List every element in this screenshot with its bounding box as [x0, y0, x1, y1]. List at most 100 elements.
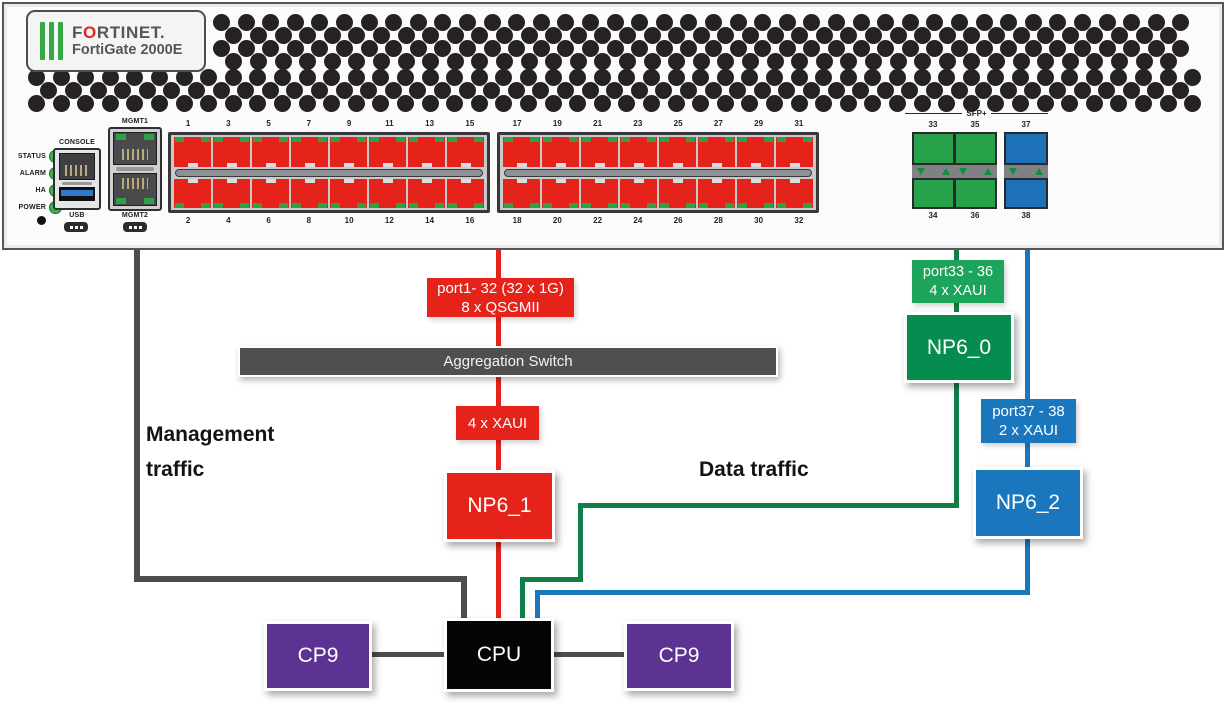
port-number: 13	[425, 119, 435, 128]
port-row	[174, 178, 484, 208]
port-number: 15	[465, 119, 475, 128]
rj45-pins	[65, 165, 89, 176]
np6-2-to-cpu-line	[535, 590, 540, 620]
fortinet-bars-icon	[40, 22, 63, 60]
cp9-right-link	[553, 652, 626, 657]
rj45-port	[542, 137, 579, 167]
aggregation-switch-label: Aggregation Switch	[443, 353, 573, 370]
rj45-notch	[594, 178, 605, 183]
rj45-notch	[789, 162, 800, 167]
rj45-port	[581, 178, 618, 208]
triangle-up-icon	[1035, 168, 1043, 175]
rj45-notch	[672, 162, 683, 167]
port-number: 8	[306, 216, 312, 225]
brand-letter: F	[72, 23, 83, 42]
port-number: 16	[465, 216, 475, 225]
label-line: 4 x XAUI	[929, 282, 987, 299]
sfp-port-number: 33	[928, 120, 938, 129]
rj45-port	[369, 178, 406, 208]
np6-0-jog-line	[520, 577, 583, 582]
rj45-notch	[304, 178, 315, 183]
port-number: 32	[794, 216, 804, 225]
port-row	[503, 178, 813, 208]
rj45-port	[447, 137, 484, 167]
mgmt1-label: MGMT1	[121, 118, 149, 125]
rj45-port	[776, 137, 813, 167]
aggregation-switch: Aggregation Switch	[238, 346, 778, 377]
cpu-box: CPU	[444, 618, 554, 692]
label-line: 8 x QSGMII	[461, 298, 540, 316]
rj45-port	[369, 137, 406, 167]
mgmt-port-module	[108, 127, 162, 211]
rj45-notch	[516, 178, 527, 183]
triangle-up-icon	[984, 168, 992, 175]
mgmt1-rj45-port	[113, 132, 157, 165]
rj45-port	[737, 178, 774, 208]
port-block-frame	[168, 132, 490, 213]
rj45-notch	[187, 162, 198, 167]
sfp-port-number: 35	[970, 120, 980, 129]
cp9-left-box: CP9	[264, 621, 372, 691]
rj45-port	[252, 178, 289, 208]
sfp-plus-header: SFP+	[905, 109, 1049, 118]
usb-tongue	[61, 190, 93, 196]
rj45-notch	[594, 162, 605, 167]
rj45-notch	[460, 162, 471, 167]
rj45-notch	[382, 178, 393, 183]
rj45-port	[620, 178, 657, 208]
mgmt-icon	[123, 222, 147, 232]
rj45-pins	[122, 178, 148, 189]
data-traffic-text: Data traffic	[699, 458, 809, 481]
port-block-divider	[175, 168, 483, 177]
label-line: port33 - 36	[922, 263, 994, 280]
port-row	[174, 137, 484, 167]
sfp-port-number: 37	[1021, 120, 1031, 129]
port-number: 11	[385, 119, 394, 128]
rj45-notch	[187, 178, 198, 183]
console-usb-module	[53, 148, 101, 210]
port-number: 29	[754, 119, 764, 128]
brand-letters: RTINET.	[96, 23, 166, 42]
label-line: port1- 32 (32 x 1G)	[437, 279, 564, 297]
cp9-left-link	[372, 652, 446, 657]
management-line-horizontal	[134, 576, 464, 582]
rj45-notch	[382, 162, 393, 167]
rj45-port	[252, 137, 289, 167]
rj45-notch	[421, 178, 432, 183]
np6-1-label: NP6_1	[467, 494, 532, 517]
rj45-notch	[672, 178, 683, 183]
rj45-port	[174, 178, 211, 208]
np6-0-label: NP6_0	[926, 335, 992, 359]
mgmt2-label: MGMT2	[121, 212, 149, 219]
console-label: CONSOLE	[58, 139, 95, 146]
rj45-notch	[304, 162, 315, 167]
led-label: HA	[35, 187, 46, 194]
port-number: 3	[226, 119, 231, 128]
port-number: 23	[633, 119, 643, 128]
usb-icon	[64, 222, 88, 232]
port37-38-line	[1025, 250, 1030, 468]
triangle-up-icon	[942, 168, 950, 175]
rj45-port	[581, 137, 618, 167]
rj45-port	[408, 137, 445, 167]
port-number: 4	[226, 216, 231, 225]
console-rj45-port	[59, 153, 95, 180]
rj45-port	[503, 137, 540, 167]
np6-0-to-cpu-line	[520, 577, 525, 620]
triangle-down-icon	[917, 168, 925, 175]
port1-32-label: port1- 32 (32 x 1G) 8 x QSGMII	[427, 278, 574, 317]
port-number: 14	[425, 216, 435, 225]
port-number: 18	[512, 216, 522, 225]
rj45-pins	[122, 149, 148, 160]
sfp-port-number: 38	[1021, 211, 1031, 220]
usb-label: USB	[69, 212, 85, 219]
model-name: FortiGate 2000E	[72, 42, 183, 58]
port-number: 10	[344, 216, 354, 225]
sfp-port-number: 34	[928, 211, 938, 220]
port-number: 31	[794, 119, 804, 128]
port-number: 5	[266, 119, 271, 128]
management-line-to-cpu	[461, 576, 467, 620]
